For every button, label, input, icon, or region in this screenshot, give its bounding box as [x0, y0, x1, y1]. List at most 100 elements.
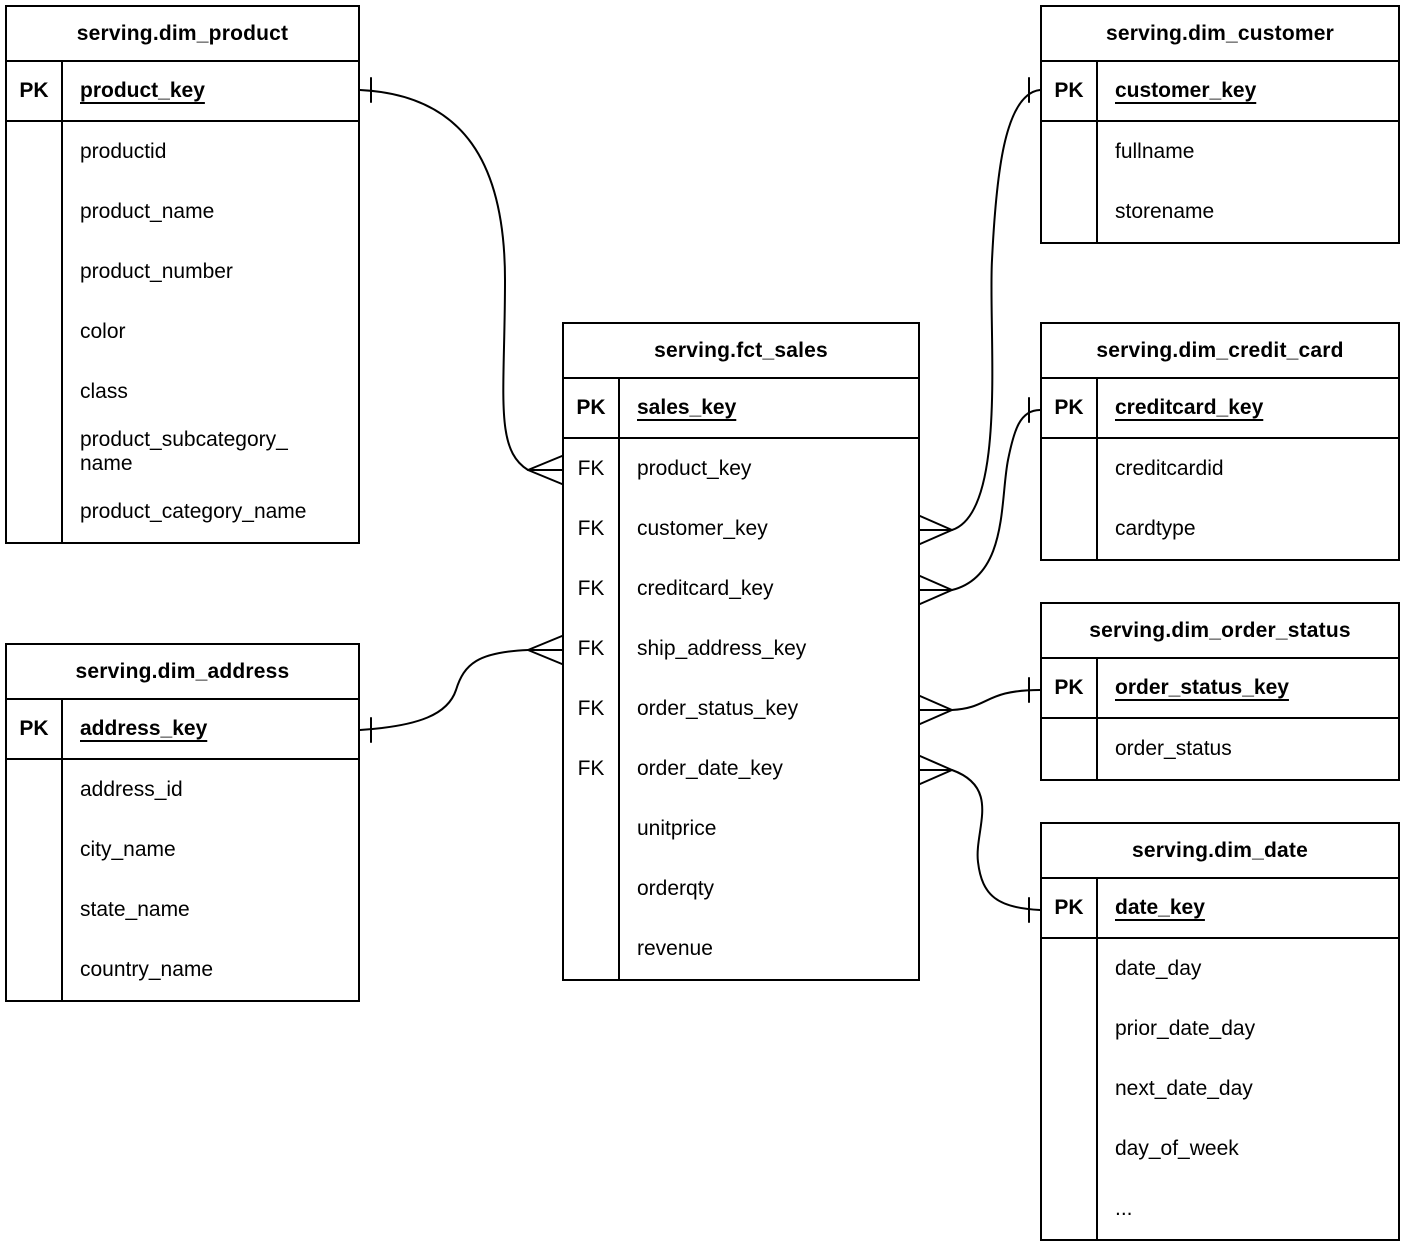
table-dim-credit-card: serving.dim_credit_card PK creditcard_ke… [1040, 322, 1400, 561]
field-row: color [7, 302, 358, 362]
pk-label: PK [7, 62, 63, 120]
table-dim-address: serving.dim_address PK address_key addre… [5, 643, 360, 1002]
pk-row: PK date_key [1042, 879, 1398, 939]
field-row: FK creditcard_key [564, 559, 918, 619]
field-name: class [80, 380, 128, 403]
relationship-fct-sales-dim-address [359, 635, 563, 743]
crow-foot-fct-ship-address-key [527, 635, 563, 665]
table-title: serving.dim_date [1042, 824, 1398, 879]
relationship-fct-sales-dim-credit-card [919, 397, 1041, 605]
field-name: product_name [80, 200, 215, 223]
pk-label: PK [1042, 62, 1098, 120]
field-name: order_status [1115, 737, 1232, 760]
table-dim-customer: serving.dim_customer PK customer_key ful… [1040, 5, 1400, 244]
table-title: serving.fct_sales [564, 324, 918, 379]
field-row: cardtype [1042, 499, 1398, 559]
field-row: address_id [7, 760, 358, 820]
field-name: date_day [1115, 957, 1202, 980]
relationship-fct-sales-dim-order-status [919, 677, 1041, 725]
table-title: serving.dim_customer [1042, 7, 1398, 62]
field-name: customer_key [637, 517, 768, 540]
field-row: day_of_week [1042, 1119, 1398, 1179]
pk-label: PK [7, 700, 63, 758]
key-cell [7, 482, 63, 542]
key-cell [7, 122, 63, 182]
field-row: state_name [7, 880, 358, 940]
field-name: creditcard_key [637, 577, 774, 600]
key-cell [564, 919, 620, 979]
pk-field-name: order_status_key [1115, 676, 1289, 699]
pk-row: PK address_key [7, 700, 358, 760]
crow-foot-fct-order-date-key [919, 755, 953, 785]
field-row: creditcardid [1042, 439, 1398, 499]
field-name: product_number [80, 260, 233, 283]
table-title: serving.dim_credit_card [1042, 324, 1398, 379]
field-name: product_subcategory_ name [80, 428, 288, 475]
key-cell [1042, 719, 1098, 779]
table-title: serving.dim_product [7, 7, 358, 62]
pk-label: PK [1042, 379, 1098, 437]
table-title: serving.dim_address [7, 645, 358, 700]
field-row: country_name [7, 940, 358, 1000]
key-cell [7, 302, 63, 362]
pk-row: PK customer_key [1042, 62, 1398, 122]
key-cell [7, 880, 63, 940]
field-row: FK order_date_key [564, 739, 918, 799]
field-row: ... [1042, 1179, 1398, 1239]
field-name: country_name [80, 958, 214, 981]
relationship-fct-sales-dim-customer [919, 77, 1041, 545]
field-name: cardtype [1115, 517, 1196, 540]
fk-label: FK [564, 439, 620, 499]
key-cell [7, 820, 63, 880]
field-name: product_key [637, 457, 752, 480]
key-cell [1042, 939, 1098, 999]
field-name: ... [1115, 1197, 1133, 1220]
table-dim-date: serving.dim_date PK date_key date_day pr… [1040, 822, 1400, 1241]
field-row: class [7, 362, 358, 422]
field-row: date_day [1042, 939, 1398, 999]
pk-field-name: address_key [80, 717, 208, 740]
field-name: orderqty [637, 877, 715, 900]
key-cell [7, 760, 63, 820]
key-cell [564, 799, 620, 859]
field-name: productid [80, 140, 167, 163]
field-name: color [80, 320, 126, 343]
field-row: next_date_day [1042, 1059, 1398, 1119]
table-dim-order-status: serving.dim_order_status PK order_status… [1040, 602, 1400, 781]
field-row: fullname [1042, 122, 1398, 182]
field-name: storename [1115, 200, 1215, 223]
key-cell [7, 940, 63, 1000]
field-name: address_id [80, 778, 183, 801]
field-name: day_of_week [1115, 1137, 1239, 1160]
crow-foot-fct-creditcard-key [919, 575, 953, 605]
relationship-fct-sales-dim-product [359, 77, 563, 485]
pk-label: PK [1042, 659, 1098, 717]
field-name: unitprice [637, 817, 717, 840]
field-row: storename [1042, 182, 1398, 242]
fk-label: FK [564, 679, 620, 739]
field-name: creditcardid [1115, 457, 1224, 480]
field-name: fullname [1115, 140, 1195, 163]
field-row: FK ship_address_key [564, 619, 918, 679]
field-row: revenue [564, 919, 918, 979]
key-cell [1042, 1119, 1098, 1179]
field-row: unitprice [564, 799, 918, 859]
field-name: order_status_key [637, 697, 799, 720]
key-cell [1042, 182, 1098, 242]
table-fct-sales: serving.fct_sales PK sales_key FK produc… [562, 322, 920, 981]
field-name: product_category_name [80, 500, 307, 523]
field-row: orderqty [564, 859, 918, 919]
key-cell [564, 859, 620, 919]
key-cell [1042, 1059, 1098, 1119]
key-cell [7, 182, 63, 242]
field-name: next_date_day [1115, 1077, 1253, 1100]
field-name: ship_address_key [637, 637, 807, 660]
pk-field-name: sales_key [637, 396, 737, 419]
field-name: state_name [80, 898, 190, 921]
pk-field-name: customer_key [1115, 79, 1257, 102]
key-cell [1042, 499, 1098, 559]
crow-foot-fct-order-status-key [919, 695, 953, 725]
pk-field-name: date_key [1115, 896, 1205, 919]
pk-label: PK [1042, 879, 1098, 937]
